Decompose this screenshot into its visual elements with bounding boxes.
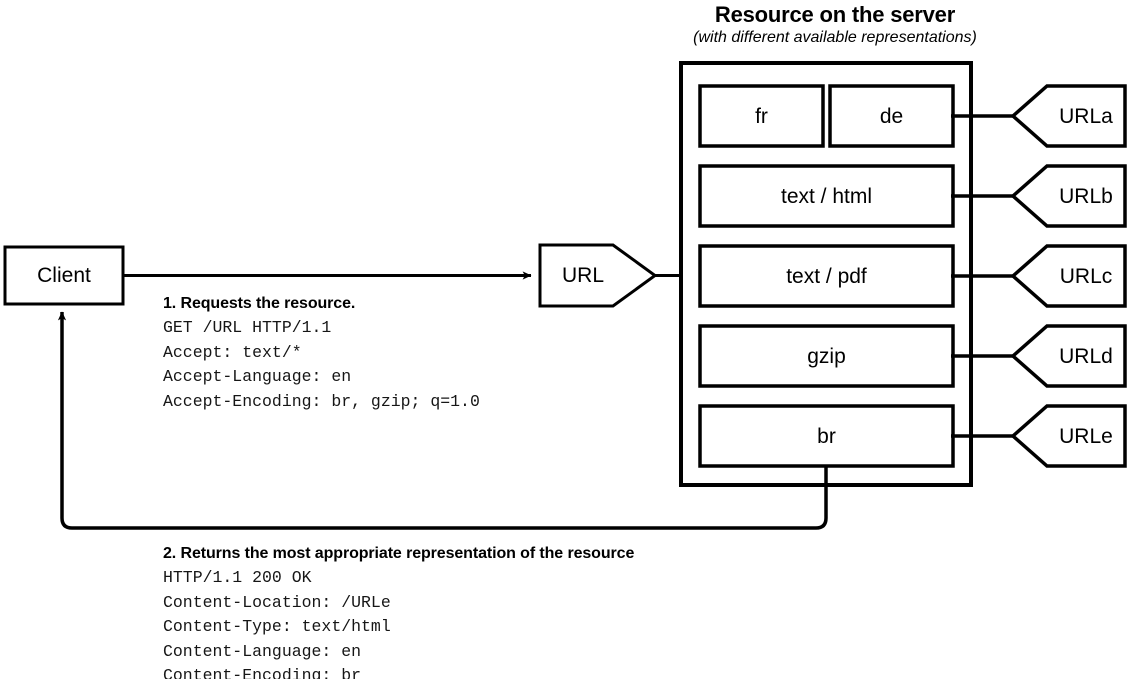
representation-box-gzip <box>698 324 955 388</box>
representation-label-gzip: gzip <box>807 344 846 368</box>
representation-box-text-pdf <box>698 244 955 308</box>
url-pentagon-d <box>1010 324 1127 388</box>
url-label-d: URLd <box>1059 344 1113 368</box>
representation-box-fr <box>698 84 825 148</box>
client-label: Client <box>37 264 91 287</box>
client-box <box>3 245 125 306</box>
representation-label-fr: fr <box>755 104 768 128</box>
response-body: HTTP/1.1 200 OK Content-Location: /URLe … <box>163 568 391 679</box>
url-label-a: URLa <box>1059 104 1113 128</box>
representation-box-text-html <box>698 164 955 228</box>
url-pentagon-c <box>1010 244 1127 308</box>
url-request-label: URL <box>561 263 604 287</box>
representation-label-de: de <box>879 104 904 128</box>
url-pentagon-a <box>1010 84 1127 148</box>
response-heading: 2. Returns the most appropriate represen… <box>163 545 635 562</box>
representation-label-br: br <box>817 424 836 448</box>
url-request-pentagon <box>538 243 658 308</box>
url-pentagon-b <box>1010 164 1127 228</box>
request-heading: 1. Requests the resource. <box>163 295 356 312</box>
page-title: Resource on the server <box>714 2 956 27</box>
representation-box-br <box>698 404 955 468</box>
page-subtitle: (with different available representation… <box>693 29 977 46</box>
url-label-c: URLc <box>1059 264 1113 288</box>
response-connector <box>57 311 828 530</box>
request-body: GET /URL HTTP/1.1 Accept: text/* Accept-… <box>163 318 480 411</box>
url-pentagon-e <box>1010 404 1127 468</box>
representation-label-text-pdf: text / pdf <box>786 264 867 288</box>
url-label-b: URLb <box>1059 184 1113 208</box>
representation-label-text-html: text / html <box>780 184 873 208</box>
url-label-e: URLe <box>1059 424 1113 448</box>
